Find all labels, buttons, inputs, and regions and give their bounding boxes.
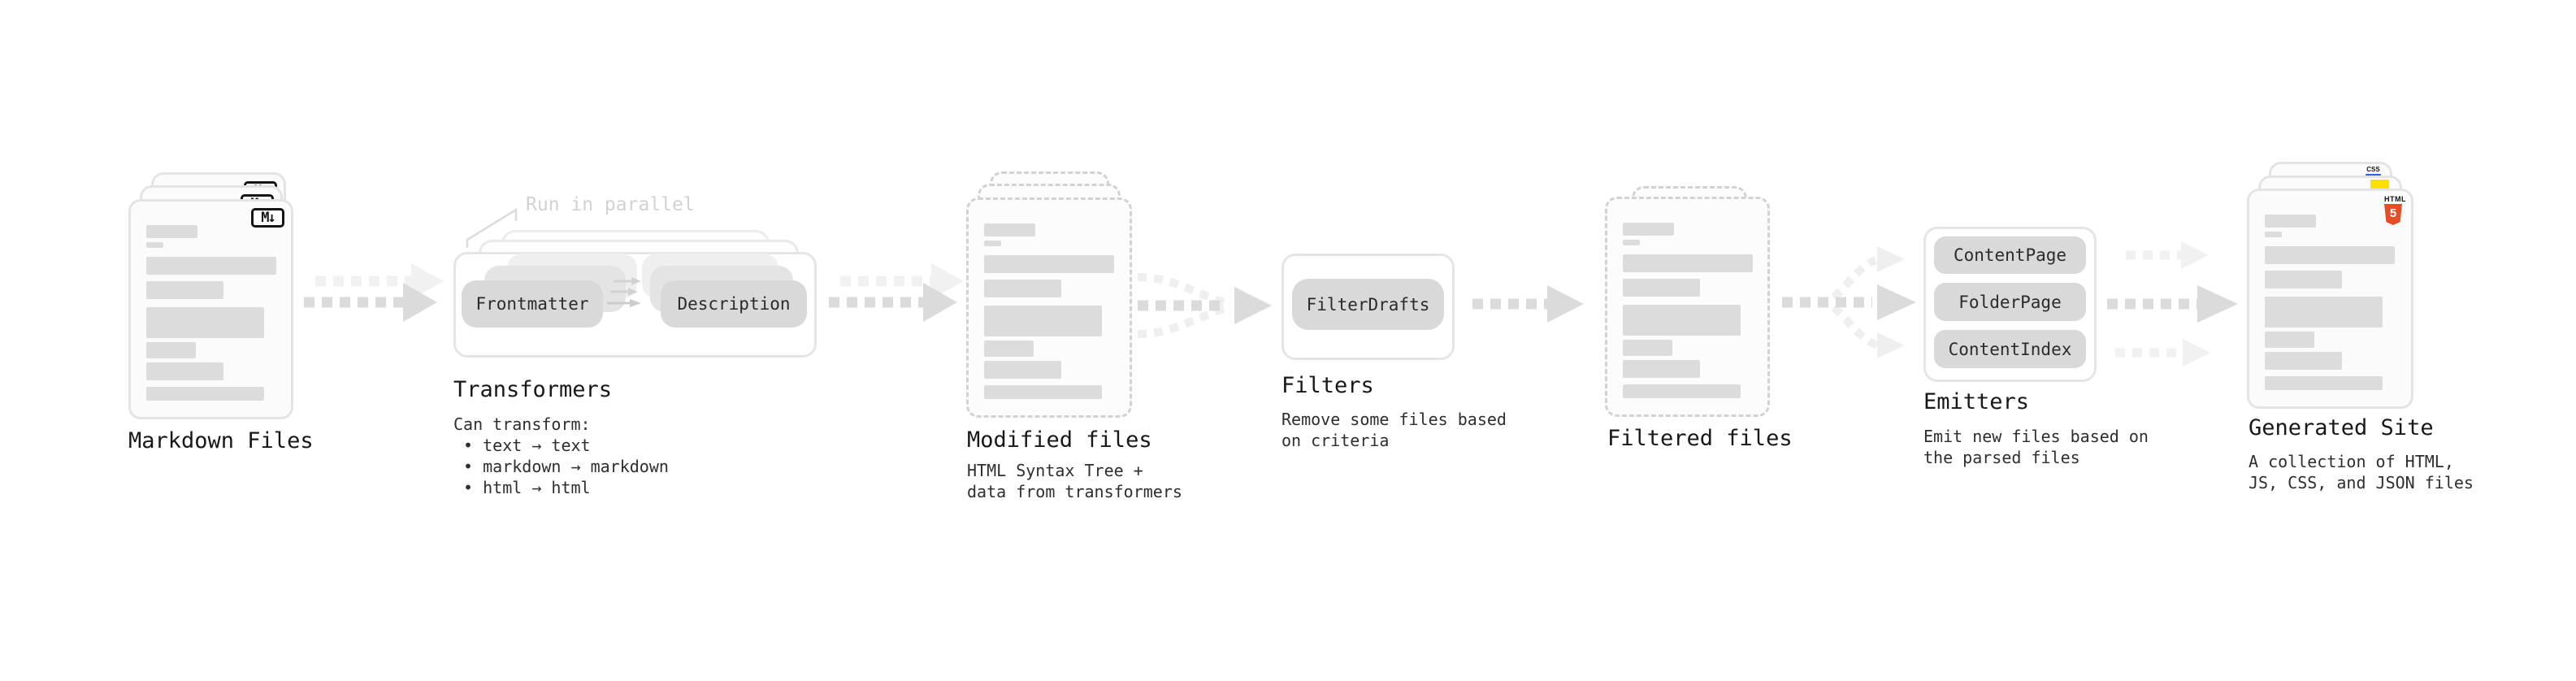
doc-skeleton-lines <box>984 223 1114 399</box>
modified-files-title: Modified files <box>967 427 1152 453</box>
run-in-parallel-callout-line <box>466 207 518 248</box>
generated-doc-html: HTML 5 <box>2247 189 2413 409</box>
frontmatter-pill: Frontmatter <box>462 280 603 327</box>
generated-site-title: Generated Site <box>2249 415 2434 440</box>
transformers-details: Can transform: • text → text • markdown … <box>453 414 669 497</box>
run-in-parallel-note: Run in parallel <box>526 194 695 215</box>
arrow-filtered-to-emitters <box>1782 246 1916 358</box>
doc-skeleton-lines <box>2265 215 2395 390</box>
doc-skeleton-lines <box>1623 223 1753 398</box>
arrow-transformers-to-modified <box>829 263 964 322</box>
modified-doc-front <box>966 197 1132 418</box>
doc-skeleton-lines <box>146 225 276 401</box>
js-icon <box>2370 180 2389 190</box>
arrow-markdown-to-transformers <box>304 263 444 322</box>
filtered-doc-front <box>1605 197 1770 417</box>
modified-files-subtitle: HTML Syntax Tree + data from transformer… <box>967 461 1182 501</box>
filterdrafts-pill: FilterDrafts <box>1292 279 1444 330</box>
contentpage-pill: ContentPage <box>1934 236 2086 274</box>
arrow-emitters-to-generated <box>2107 241 2238 367</box>
arrow-modified-to-filters <box>1137 273 1272 338</box>
markdown-files-title: Markdown Files <box>128 428 314 453</box>
emitters-subtitle: Emit new files based on the parsed files <box>1923 427 2149 467</box>
arrow-filters-to-filtered <box>1472 285 1584 323</box>
emitters-title: Emitters <box>1923 389 2030 414</box>
filters-title: Filters <box>1281 373 1374 398</box>
folderpage-pill: FolderPage <box>1934 283 2086 321</box>
parallel-flow-arrows <box>607 277 641 307</box>
filtered-files-title: Filtered files <box>1607 426 1793 451</box>
markdown-doc-front: M↓ <box>128 199 293 419</box>
markdown-icon: M↓ <box>251 208 284 228</box>
description-pill: Description <box>661 280 807 327</box>
transformers-title: Transformers <box>453 377 613 402</box>
html5-icon: HTML 5 <box>2384 196 2406 225</box>
generated-site-subtitle: A collection of HTML, JS, CSS, and JSON … <box>2249 452 2474 492</box>
contentindex-pill: ContentIndex <box>1934 330 2086 368</box>
filters-subtitle: Remove some files based on criteria <box>1281 410 1507 450</box>
